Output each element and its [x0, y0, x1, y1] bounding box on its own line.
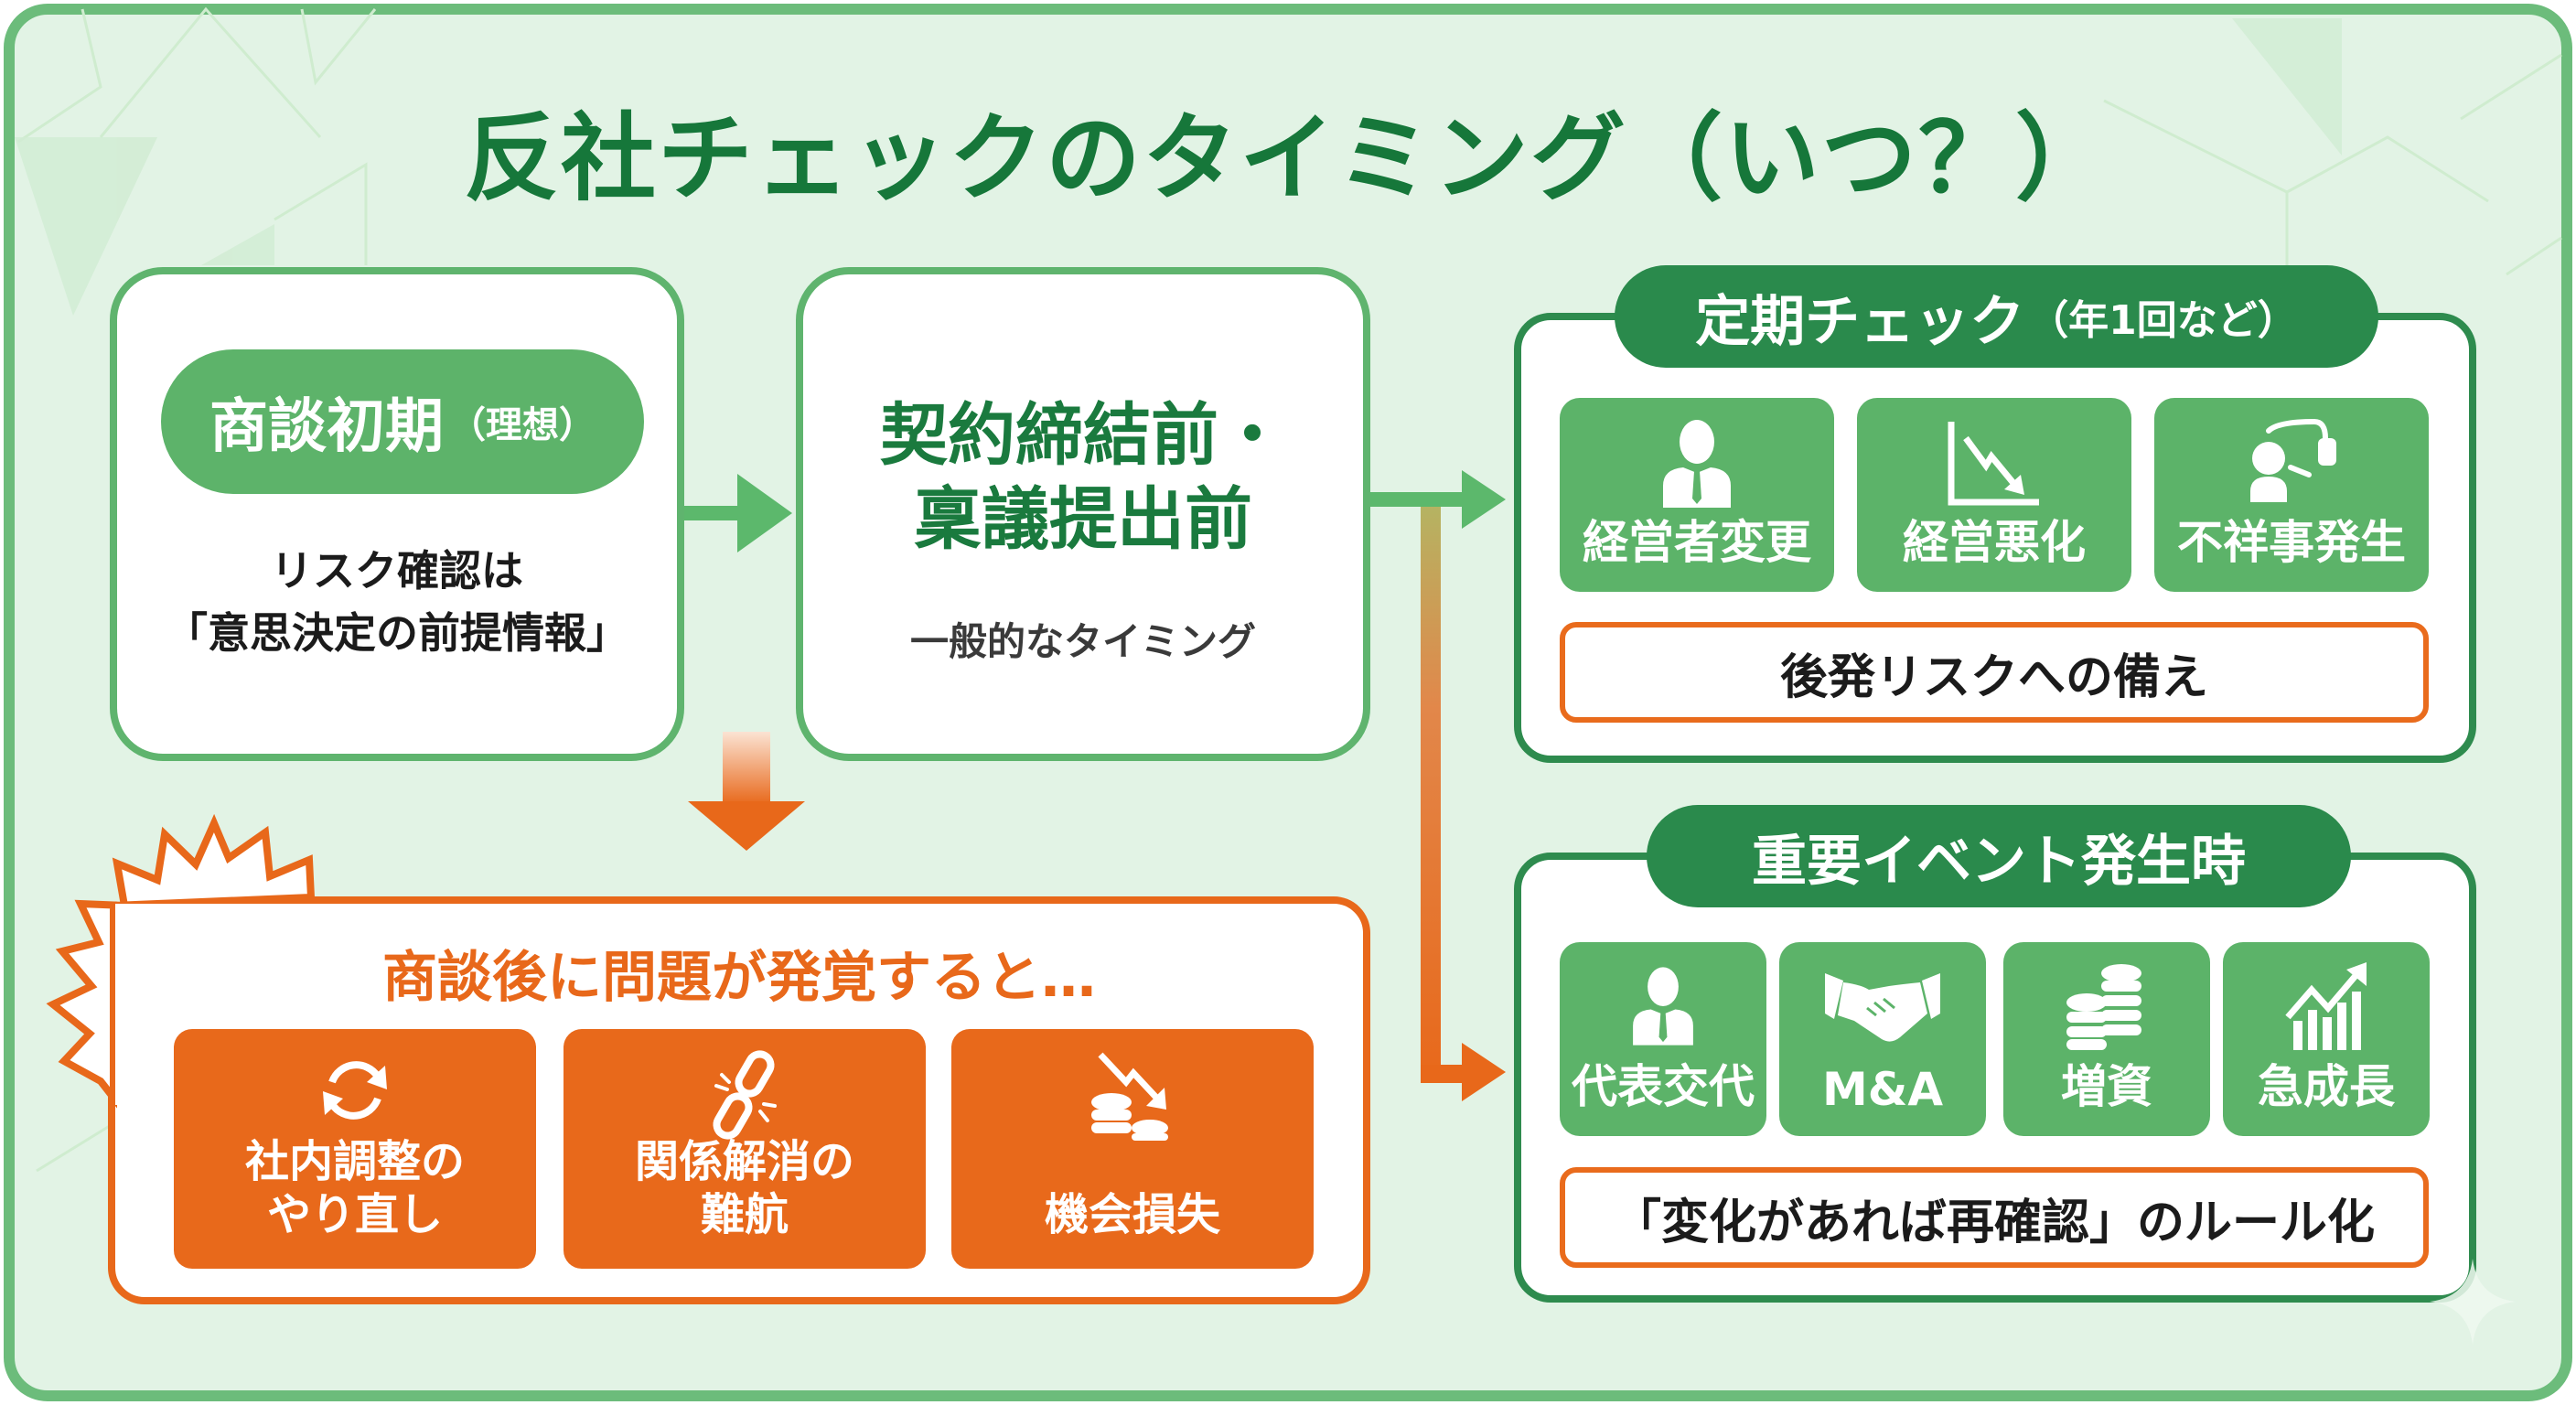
tile-label: 増資	[2061, 1060, 2152, 1113]
stage-initial-qualifier: （理想）	[449, 404, 596, 446]
event-item-rapid-growth: 急成長	[2223, 942, 2430, 1136]
press-microphone-icon	[2250, 418, 2336, 502]
periodic-note: 後発リスクへの備え	[1560, 622, 2429, 723]
stage-contract-subtitle: 一般的なタイミング	[909, 619, 1256, 664]
label-line: 社内調整の	[244, 1136, 465, 1187]
loss-coins-icon	[1091, 1052, 1168, 1141]
periodic-item-management-change: 経営者変更	[1560, 398, 1834, 592]
title-line: 契約締結前・	[880, 396, 1286, 475]
event-item-ceo-change: 代表交代	[1560, 942, 1766, 1136]
tile-label: 不祥事発生	[2177, 516, 2406, 569]
tile-label: 代表交代	[1572, 1060, 1755, 1113]
header-sub: （年1回など）	[2028, 297, 2298, 344]
problem-item-opportunity-loss: 機会損失	[951, 1029, 1314, 1269]
problem-item-rework: 社内調整の やり直し	[174, 1029, 536, 1269]
event-item-ma: M&A	[1779, 942, 1986, 1136]
tile-label: 経営悪化	[1903, 516, 2086, 569]
problem-item-termination: 関係解消の 難航	[564, 1029, 926, 1269]
tile-label: 機会損失	[1045, 1188, 1220, 1241]
event-check-header: 重要イベント発生時	[1647, 805, 2351, 907]
stage-contract-title: 契約締結前・ 稟議提出前	[803, 393, 1363, 562]
page-title: 反社チェックのタイミング（いつ？）	[463, 102, 2112, 214]
stage-contract-box: 契約締結前・ 稟議提出前 一般的なタイミング	[796, 267, 1370, 761]
periodic-item-business-decline: 経営悪化	[1857, 398, 2131, 592]
businessman-icon	[1663, 420, 1731, 508]
businessman-icon	[1633, 967, 1693, 1046]
stage-initial-box: 商談初期 （理想） リスク確認は 「意思決定の前提情報」	[110, 267, 684, 761]
stage-initial-label: 商談初期	[209, 393, 444, 461]
growth-chart-icon	[2285, 962, 2367, 1050]
header-main: 定期チェック	[1695, 289, 2025, 354]
tile-label: 関係解消の 難航	[635, 1135, 854, 1241]
stage-initial-pill: 商談初期 （理想）	[161, 349, 644, 494]
label-line: 難航	[700, 1189, 789, 1240]
declining-chart-icon	[1948, 422, 2039, 506]
description-line: 「意思決定の前提情報」	[166, 608, 628, 658]
title-line: 稟議提出前	[914, 480, 1252, 559]
coin-stack-icon	[2066, 964, 2141, 1050]
periodic-item-scandal: 不祥事発生	[2154, 398, 2429, 592]
label-line: 機会損失	[1044, 1189, 1220, 1240]
refresh-icon	[323, 1061, 387, 1120]
handshake-icon	[1825, 973, 1940, 1042]
tile-label: 急成長	[2258, 1060, 2395, 1113]
header-main: 重要イベント発生時	[1752, 829, 2246, 894]
tile-label: M&A	[1821, 1063, 1944, 1116]
label-line: やり直し	[266, 1189, 443, 1240]
broken-link-icon	[713, 1050, 777, 1140]
problem-title: 商談後に問題が発覚すると…	[382, 946, 1096, 1010]
label-line: 関係解消の	[634, 1136, 854, 1187]
stage-initial-description: リスク確認は 「意思決定の前提情報」	[117, 540, 677, 664]
event-note: 「変化があれば再確認」のルール化	[1560, 1167, 2429, 1268]
description-line: リスク確認は	[271, 546, 523, 595]
periodic-check-header: 定期チェック （年1回など）	[1615, 265, 2378, 368]
tile-label: 社内調整の やり直し	[245, 1135, 465, 1241]
event-item-capital-increase: 増資	[2003, 942, 2210, 1136]
tile-label: 経営者変更	[1583, 516, 1811, 569]
